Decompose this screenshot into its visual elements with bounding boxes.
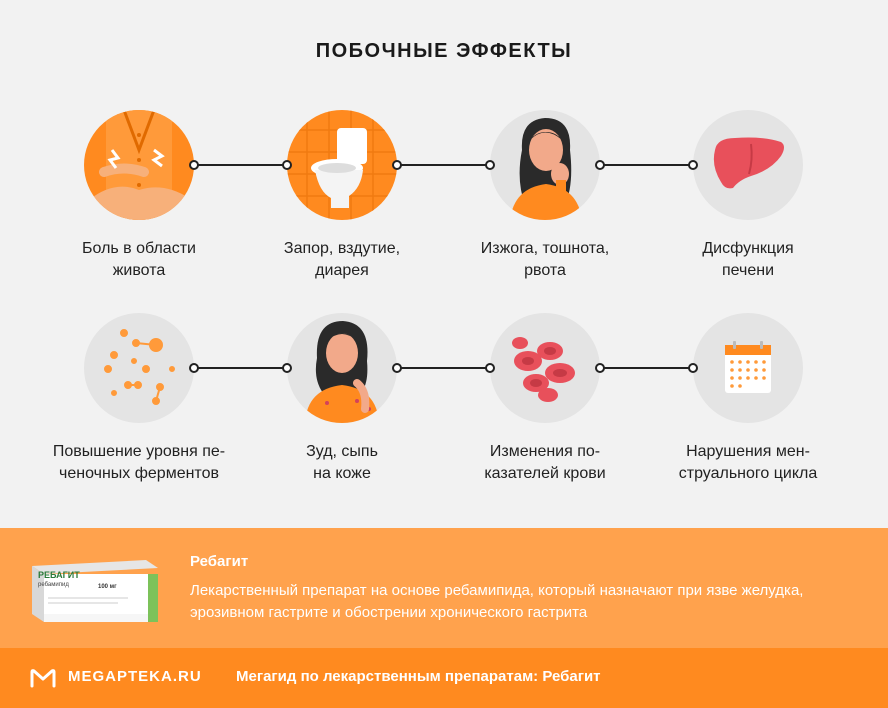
brand-name[interactable]: MEGAPTEKA.RU [68, 668, 202, 685]
connector-dot [595, 160, 605, 170]
toilet-icon [287, 110, 397, 220]
connector-dot [282, 160, 292, 170]
footer-bar: MEGAPTEKA.RU Мегагид по лекарственным пр… [0, 648, 888, 708]
page-title: ПОБОЧНЫЕ ЭФФЕКТЫ [315, 40, 573, 62]
connector-dot [189, 363, 199, 373]
nausea-woman-icon [490, 110, 600, 220]
side-effect-label: Изменения по-казателей крови [484, 443, 606, 482]
drug-name: Ребагит [190, 553, 249, 570]
connector-dot [392, 160, 402, 170]
blood-cells-icon [490, 313, 600, 423]
calendar-icon [693, 313, 803, 423]
side-effect-label: Повышение уровня пе-ченочных ферментов [52, 443, 226, 482]
connector-line [397, 367, 490, 369]
drug-info-panel: РЕБАГИТ ребамипид 100 мг Ребагит Лекарст… [0, 528, 888, 648]
svg-text:РЕБАГИТ: РЕБАГИТ [38, 570, 80, 580]
connector-dot [485, 160, 495, 170]
connector-dot [189, 160, 199, 170]
drug-description: Лекарственный препарат на основе ребамип… [190, 582, 804, 621]
svg-text:100 мг: 100 мг [98, 584, 117, 590]
itching-woman-icon [287, 313, 397, 423]
connector-line [194, 367, 287, 369]
footer-caption: Мегагид по лекарственным препаратам: Реб… [236, 668, 601, 685]
enzymes-icon [84, 313, 194, 423]
megapteka-logo-icon[interactable] [30, 668, 56, 693]
connector-dot [688, 160, 698, 170]
connector-dot [688, 363, 698, 373]
connector-line [600, 367, 693, 369]
side-effect-label: Нарушения мен-струального цикла [678, 443, 818, 482]
side-effect-label: Изжога, тошнота,рвота [480, 240, 610, 279]
stomach-pain-icon [84, 110, 194, 220]
connector-dot [485, 363, 495, 373]
liver-icon [693, 110, 803, 220]
side-effect-label: Запор, вздутие,диарея [283, 240, 401, 279]
connector-dot [595, 363, 605, 373]
connector-dot [282, 363, 292, 373]
svg-text:ребамипид: ребамипид [38, 582, 69, 588]
connector-dot [392, 363, 402, 373]
drug-package-image: РЕБАГИТ ребамипид 100 мг [28, 556, 160, 629]
connector-line [600, 164, 693, 166]
